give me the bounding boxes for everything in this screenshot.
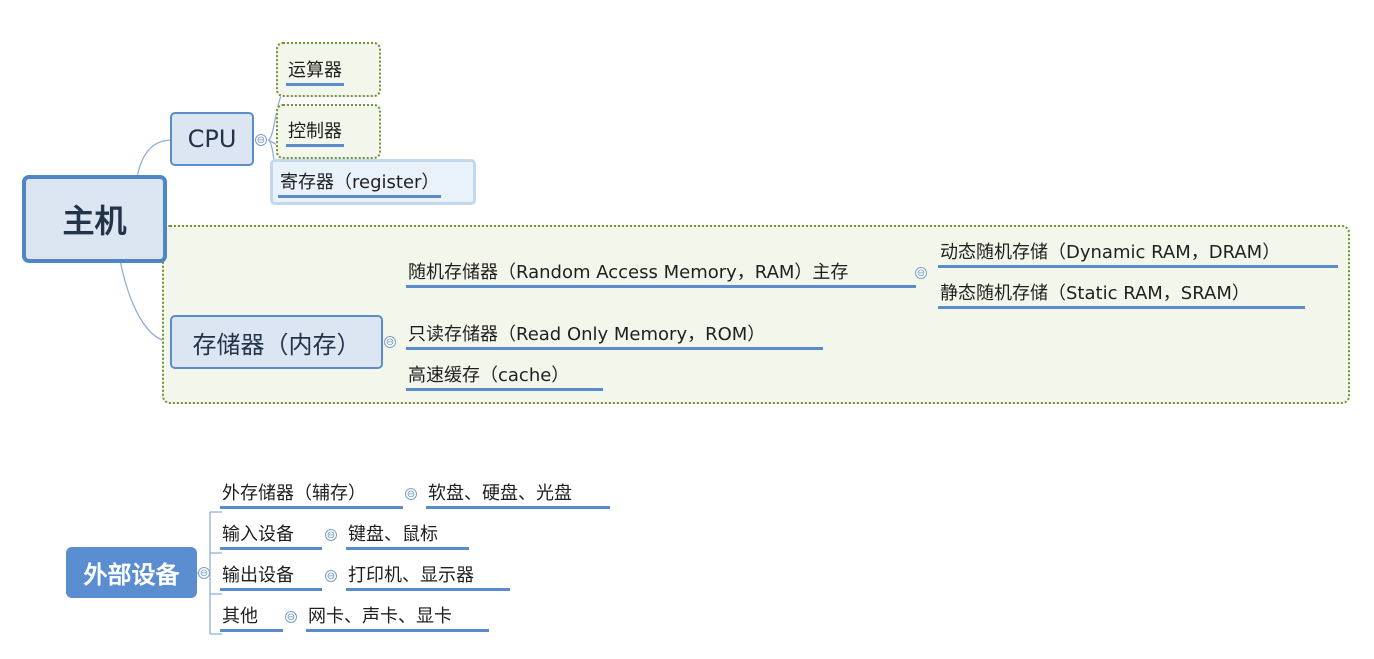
cpu-collapse-icon[interactable]: ⊖ <box>255 134 267 146</box>
cpu-child-alu[interactable]: 运算器 <box>286 59 344 86</box>
cpu-child-box-1 <box>276 42 381 97</box>
input-devices-collapse-icon[interactable]: ⊖ <box>325 529 337 541</box>
ram-node[interactable]: 随机存储器（Random Access Memory，RAM）主存 <box>406 261 916 288</box>
external-storage-label[interactable]: 外存储器（辅存） <box>220 482 403 509</box>
input-devices-label[interactable]: 输入设备 <box>220 523 322 550</box>
cache-node[interactable]: 高速缓存（cache） <box>406 364 603 391</box>
output-devices-label[interactable]: 输出设备 <box>220 564 322 591</box>
memory-group <box>162 225 1350 404</box>
external-collapse-icon[interactable]: ⊖ <box>198 567 210 579</box>
ram-child-sram[interactable]: 静态随机存储（Static RAM，SRAM） <box>938 282 1305 309</box>
connector-root-cpu <box>136 139 173 179</box>
input-devices-detail[interactable]: 键盘、鼠标 <box>346 523 469 550</box>
ram-child-dram[interactable]: 动态随机存储（Dynamic RAM，DRAM） <box>938 241 1338 268</box>
rom-node[interactable]: 只读存储器（Read Only Memory，ROM） <box>406 323 823 350</box>
cpu-node[interactable]: CPU <box>170 112 254 166</box>
cpu-child-register[interactable]: 寄存器（register） <box>278 171 442 198</box>
memory-node[interactable]: 存储器（内存） <box>170 315 383 369</box>
root-node-host[interactable]: 主机 <box>22 175 167 263</box>
ram-collapse-icon[interactable]: ⊖ <box>915 267 927 279</box>
other-devices-detail[interactable]: 网卡、声卡、显卡 <box>306 605 489 632</box>
memory-collapse-icon[interactable]: ⊖ <box>384 336 396 348</box>
other-devices-label[interactable]: 其他 <box>220 605 283 632</box>
other-devices-collapse-icon[interactable]: ⊖ <box>285 611 297 623</box>
external-storage-collapse-icon[interactable]: ⊖ <box>405 488 417 500</box>
external-devices-node[interactable]: 外部设备 <box>66 547 197 598</box>
output-devices-detail[interactable]: 打印机、显示器 <box>346 564 510 591</box>
external-storage-detail[interactable]: 软盘、硬盘、光盘 <box>426 482 610 509</box>
cpu-child-control-unit[interactable]: 控制器 <box>286 120 344 147</box>
cpu-child-box-2 <box>276 104 381 159</box>
output-devices-collapse-icon[interactable]: ⊖ <box>325 570 337 582</box>
